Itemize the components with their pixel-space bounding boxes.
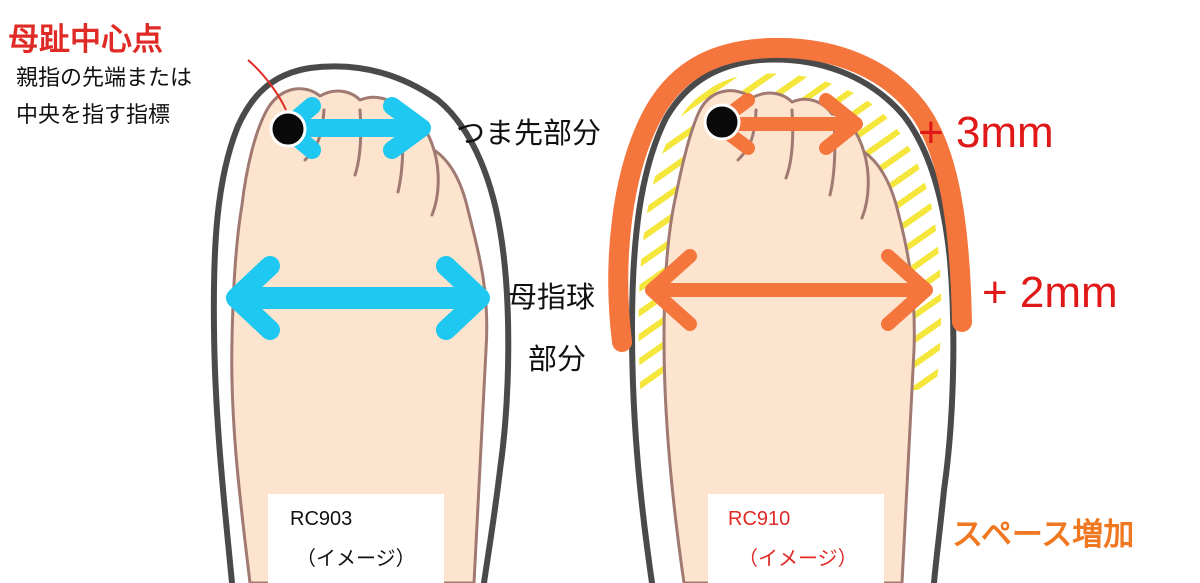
enlarged-toe-box-arc [608, 37, 972, 352]
right-shoe-outline [628, 56, 957, 583]
right-model-name: RC910 [728, 508, 791, 530]
right-model-box: RC910 （イメージ） [708, 494, 884, 583]
left-shoe-outline [210, 63, 512, 583]
right-toe-line [860, 150, 870, 220]
left-ball-arrowhead-icon [226, 256, 280, 340]
big-toe-desc-line2: 中央を指す指標 [16, 103, 171, 128]
right-toe-arrowhead-icon [819, 93, 863, 155]
left-toe-arrowhead-icon [383, 97, 431, 159]
plus-3mm-label: + 3mm [918, 108, 1054, 157]
left-model-box: RC903 （イメージ） [268, 494, 444, 583]
big-toe-center-label: 母趾中心点 [8, 22, 163, 58]
right-ball-arrowhead-icon [645, 249, 697, 331]
right-shoe [608, 37, 972, 583]
right-ball-arrowhead-icon [881, 249, 933, 331]
left-shoe [210, 63, 512, 583]
big-toe-center-dot-icon [269, 110, 307, 148]
pointer-line [247, 59, 287, 111]
left-toe-line [353, 108, 363, 177]
ball-area-label-line2: 部分 [528, 342, 587, 376]
right-big-toe-dot-icon [703, 103, 741, 141]
left-model-note: （イメージ） [296, 548, 416, 570]
toe-area-label: つま先部分 [456, 116, 602, 150]
plus-2mm-label: + 2mm [982, 268, 1118, 317]
ball-area-label-line1: 母指球 [508, 280, 596, 314]
left-toe-line [430, 148, 440, 217]
left-ball-arrowhead-icon [436, 256, 490, 340]
left-model-name: RC903 [290, 508, 353, 530]
space-increase-label: スペース増加 [952, 517, 1135, 553]
big-toe-desc-line1: 親指の先端または [16, 66, 193, 91]
right-model-note: （イメージ） [738, 548, 858, 570]
